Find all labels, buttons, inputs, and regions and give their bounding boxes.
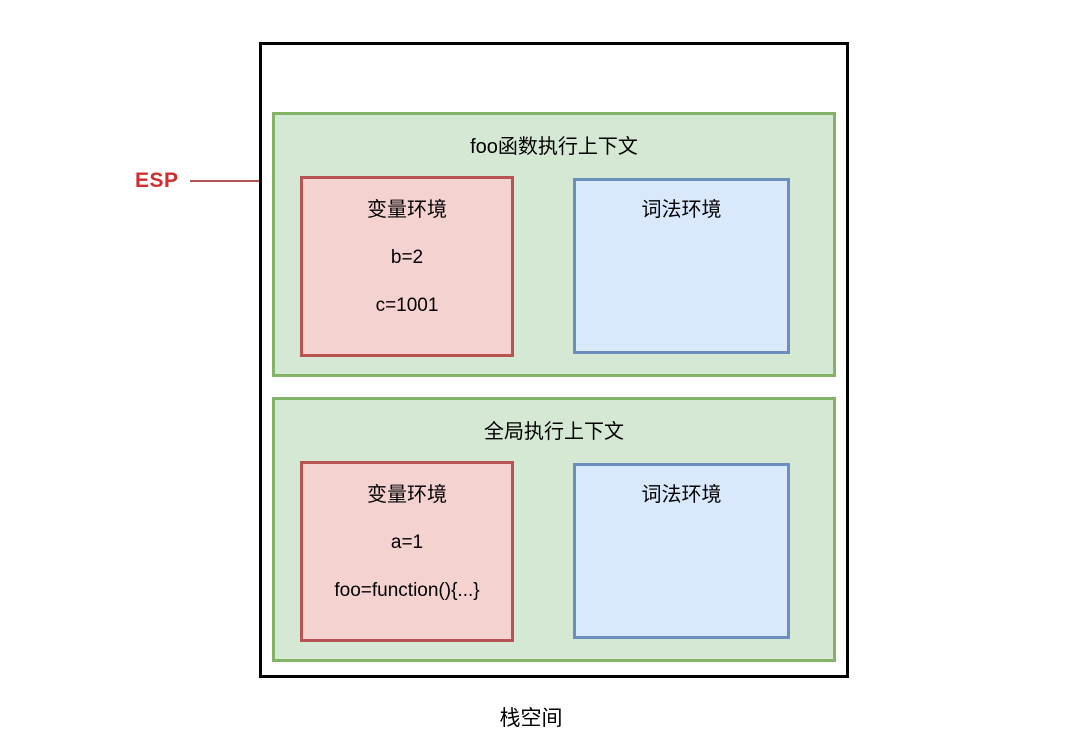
variable-environment-box: 变量环境 a=1 foo=function(){...} [300,461,514,642]
context-title: foo函数执行上下文 [470,136,638,158]
execution-context-foo: foo函数执行上下文 变量环境 b=2 c=1001 词法环境 [272,112,836,377]
execution-context-global: 全局执行上下文 变量环境 a=1 foo=function(){...} 词法环… [272,397,836,662]
lexical-environment-title: 词法环境 [641,199,722,221]
lexical-environment-box: 词法环境 [573,463,790,639]
variable-entry: foo=function(){...} [334,580,480,601]
variable-environment-title: 变量环境 [367,199,447,221]
variable-environment-box: 变量环境 b=2 c=1001 [300,176,514,357]
context-title: 全局执行上下文 [484,421,624,443]
esp-label: ESP [135,169,179,192]
lexical-environment-title: 词法环境 [641,484,722,506]
variable-entry: a=1 [390,532,424,553]
variable-environment-title: 变量环境 [367,484,447,506]
variable-entry: c=1001 [375,295,439,316]
stack-space-box: foo函数执行上下文 变量环境 b=2 c=1001 词法环境 全局执行上下文 … [259,42,849,678]
stack-space-label: 栈空间 [499,707,563,730]
variable-entry: b=2 [390,247,424,268]
lexical-environment-box: 词法环境 [573,178,790,354]
